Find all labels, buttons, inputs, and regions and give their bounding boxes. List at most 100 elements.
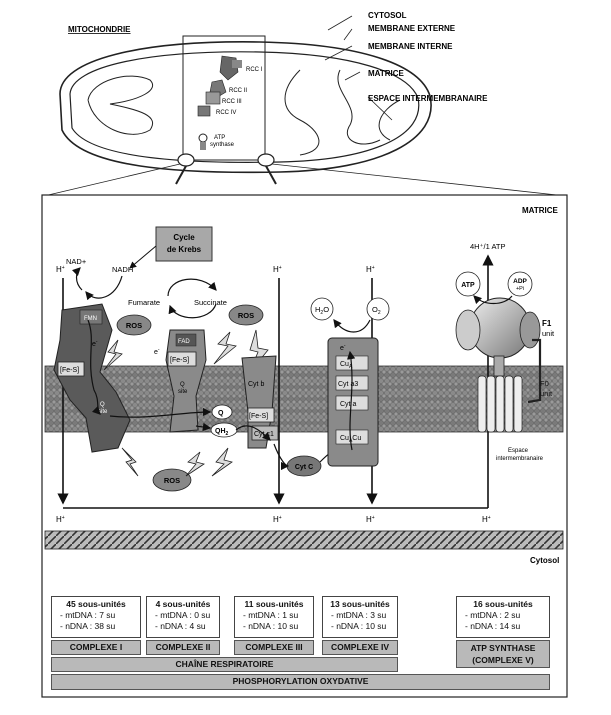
mitochondrion-overview: MITOCHONDRIE RCC I RCC II RCC III RCC IV… — [43, 11, 567, 197]
ros-label-2: ROS — [238, 311, 254, 320]
rcc3-label: RCC III — [222, 99, 242, 105]
qh2-label: QH2 — [215, 428, 229, 437]
complex-iv-header: 13 sous-unités — [330, 599, 390, 609]
phosphorylation-oxydative-bar: PHOSPHORYLATION OXYDATIVE — [51, 674, 550, 690]
cytb-label: Cyt b — [248, 381, 264, 388]
e-label-4: e- — [340, 343, 346, 352]
ros-circle-3 — [152, 468, 192, 492]
succinate-label: Succinate — [194, 298, 227, 307]
h-plus-bottom-1: H+ — [56, 515, 65, 524]
ros-circle-1 — [116, 314, 152, 336]
ros-label-1: ROS — [126, 321, 142, 330]
atp-synthase-small-1: ATP — [214, 135, 225, 141]
legend-espace-intermembranaire: ESPACE INTERMEMBRANAIRE — [368, 94, 488, 103]
complex-v-ndna: - nDNA : 14 su — [465, 621, 521, 631]
legend-membrane-interne: MEMBRANE INTERNE — [368, 42, 453, 51]
legend-cytosol: CYTOSOL — [368, 11, 407, 20]
cytc-label: Cyt C — [295, 464, 313, 471]
o2-label: O2 — [372, 305, 381, 316]
complex-iv-label: COMPLEXE IV — [322, 640, 398, 655]
complex-iii-box: 11 sous-unités - mtDNA : 1 su - nDNA : 1… — [234, 596, 314, 638]
adp-label-1: ADP — [513, 278, 527, 285]
complex-ii-ndna: - nDNA : 4 su — [155, 621, 206, 631]
atp-label: ATP — [461, 282, 475, 289]
cyta3-label: Cyt a3 — [338, 381, 358, 388]
complex-ii-shape: FAD [Fe-S] Q site e- — [154, 329, 207, 433]
complex-iv-ndna: - nDNA : 10 su — [331, 621, 387, 631]
q-site-1b: site — [98, 409, 108, 415]
complex-iii-ndna: - nDNA : 10 su — [243, 621, 299, 631]
ratio-label: 4H⁺/1 ATP — [470, 242, 506, 251]
matrice-label: MATRICE — [522, 206, 559, 215]
atp-circle — [455, 271, 481, 297]
h-plus-top-1: H+ — [56, 265, 65, 274]
complex-i-mtdna: - mtDNA : 7 su — [60, 610, 116, 620]
q-site-2b: site — [178, 389, 188, 395]
fes-label-2: [Fe-S] — [170, 357, 189, 364]
o2-circle — [366, 297, 390, 321]
h-plus-bottom-4: H+ — [482, 515, 491, 524]
atp-synthase-small-2: synthase — [210, 142, 235, 148]
cytosol-label: Cytosol — [530, 556, 559, 565]
complex-i-header: 45 sous-unités — [66, 599, 126, 609]
legend-matrice: MATRICE — [368, 69, 405, 78]
atp-synthase-shape — [455, 297, 542, 433]
h-plus-top-3: H+ — [366, 265, 375, 274]
espace-label-2: intermembranaire — [496, 456, 544, 462]
cyta-label: Cyt a — [340, 401, 356, 408]
complex-v-label: ATP SYNTHASE (COMPLEXE V) — [456, 640, 550, 668]
mito-title: MITOCHONDRIE — [68, 25, 131, 34]
h-plus-bottom-3: H+ — [366, 515, 375, 524]
chain-respiratoire-bar: CHAÎNE RESPIRATOIRE — [51, 657, 398, 672]
krebs-line-1: Cycle — [173, 233, 195, 242]
complex-ii-label: COMPLEXE II — [146, 640, 220, 655]
f1-label-1: F1 — [542, 319, 552, 328]
complex-iii-header: 11 sous-unités — [244, 599, 304, 609]
ros-circle-2 — [228, 304, 264, 326]
h-plus-top-2: H+ — [273, 265, 282, 274]
legend-membrane-externe: MEMBRANE EXTERNE — [368, 24, 456, 33]
complex-v-header: 16 sous-unités — [473, 599, 533, 609]
e-label-1: e- — [92, 339, 98, 348]
complex-v-label-1: ATP SYNTHASE — [470, 643, 536, 653]
rcc1-label: RCC I — [246, 67, 263, 73]
outer-membrane — [44, 530, 564, 550]
fumarate-label: Fumarate — [128, 298, 160, 307]
complex-iv-shape: CuA Cyt a3 Cyt a CuACu e- — [327, 337, 379, 467]
complex-i-label: COMPLEXE I — [51, 640, 141, 655]
espace-label-1: Espace — [508, 448, 529, 454]
e-label-2: e- — [154, 347, 160, 356]
adp-circle — [507, 271, 533, 297]
complex-i-ndna: - nDNA : 38 su — [60, 621, 116, 631]
rcc2-label: RCC II — [229, 88, 247, 94]
complex-ii-header: 4 sous-unités — [155, 599, 211, 609]
inner-membrane — [44, 365, 564, 433]
f1-label-2: unit — [542, 329, 555, 338]
complex-iii-label: COMPLEXE III — [234, 640, 314, 655]
proton-labels: H+ H+ H+ H+ H+ H+ H+ — [56, 265, 491, 524]
ros-label-3: ROS — [164, 476, 180, 485]
krebs-box — [155, 226, 213, 262]
complex-iii-mtdna: - mtDNA : 1 su — [243, 610, 299, 620]
rcc4-label: RCC IV — [216, 110, 236, 116]
f0-label-1: F0 — [540, 379, 549, 388]
h2o-label: H2O — [315, 305, 329, 316]
complex-i-shape: FMN [Fe-S] Q site e- — [53, 303, 131, 453]
complex-v-box: 16 sous-unités - mtDNA : 2 su - nDNA : 1… — [456, 596, 550, 638]
nad-label: NAD+ — [66, 257, 87, 266]
fes-label-3: [Fe-S] — [249, 413, 268, 420]
fad-label: FAD — [178, 339, 190, 345]
complex-ii-box: 4 sous-unités - mtDNA : 0 su - nDNA : 4 … — [146, 596, 220, 638]
fmn-label: FMN — [84, 316, 97, 322]
h-plus-bottom-2: H+ — [273, 515, 282, 524]
complex-ii-mtdna: - mtDNA : 0 su — [155, 610, 211, 620]
h2o-circle — [310, 297, 334, 321]
q-label: Q — [218, 410, 224, 417]
q-pool — [211, 404, 233, 420]
complex-iii-shape: Cyt b [Fe-S] Cyt c1 — [235, 355, 279, 449]
complex-iv-box: 13 sous-unités - mtDNA : 3 su - nDNA : 1… — [322, 596, 398, 638]
nadh-label: NADH — [112, 265, 133, 274]
complex-i-box: 45 sous-unités - mtDNA : 7 su - nDNA : 3… — [51, 596, 141, 638]
complex-v-mtdna: - mtDNA : 2 su — [465, 610, 521, 620]
